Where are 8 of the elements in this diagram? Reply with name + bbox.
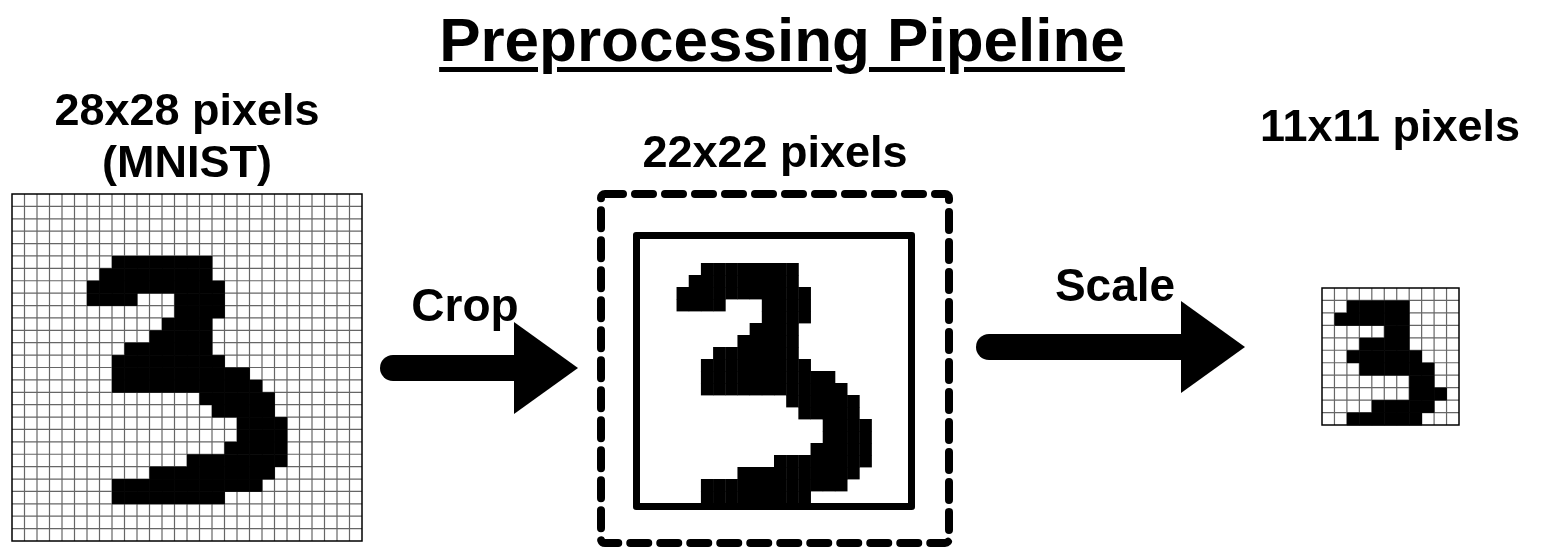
edge-label: Crop — [411, 278, 519, 332]
edge-label: Scale — [1054, 258, 1176, 312]
title: Preprocessing Pipeline — [438, 4, 1126, 76]
arrow — [380, 322, 578, 414]
arrow — [976, 301, 1245, 393]
image-heading: 11x11 pixels — [1258, 100, 1522, 152]
image-heading: 28x28 pixels (MNIST) — [53, 84, 321, 188]
image-heading: 22x22 pixels — [641, 126, 909, 178]
